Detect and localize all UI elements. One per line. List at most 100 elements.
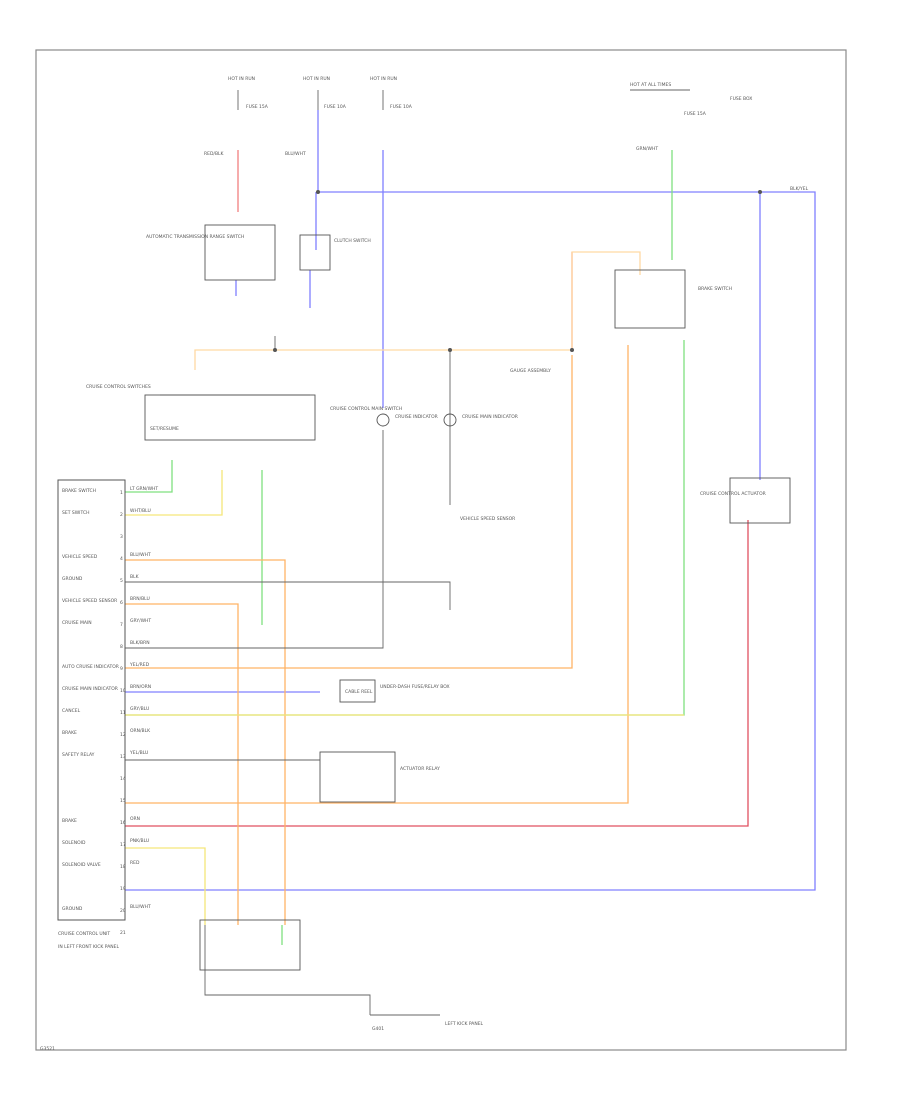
pin-number-13: 13 (120, 754, 126, 760)
pin-number-19: 19 (120, 886, 126, 892)
label-wire-red-blk: RED/BLK (204, 151, 225, 157)
cruise-actuator (729, 477, 791, 524)
pin-wire-13: YEL/BLU (129, 750, 148, 756)
actuator-relay (319, 751, 396, 803)
label-page-code: G3521 (40, 1046, 55, 1052)
pin-number-15: 15 (120, 798, 126, 804)
label-fuse-hot-4: HOT AT ALL TIMES (630, 82, 671, 88)
pin-wire-8: BLK/BRN (130, 640, 150, 646)
label-wire-grn-wht: GRN/WHT (636, 146, 658, 152)
label-set-resume: SET/RESUME (150, 426, 179, 432)
pin-wire-9: YEL/RED (129, 662, 150, 668)
wire-orange-pin4 (125, 559, 286, 925)
label-fuse-a: FUSE 15A (246, 104, 269, 110)
wire-blue-fuse2 (125, 110, 816, 891)
pin-name-2: SET SWITCH (62, 510, 90, 516)
pin-number-16: 16 (120, 820, 126, 826)
wire-orange-pin6 (125, 603, 239, 925)
label-ground-desc: LEFT KICK PANEL (445, 1021, 484, 1027)
pin-number-11: 11 (120, 710, 126, 716)
pin-number-14: 14 (120, 776, 126, 782)
label-unit-name: CRUISE CONTROL UNIT (58, 931, 110, 937)
pin-number-17: 17 (120, 842, 126, 848)
pin-name-12: BRAKE (62, 730, 77, 736)
label-actuator-relay: ACTUATOR RELAY (400, 766, 440, 772)
pin-number-9: 9 (120, 666, 123, 672)
wire-tan-main (194, 251, 641, 370)
pin-wire-16: ORN (130, 816, 140, 822)
pin-wire-1: LT GRN/WHT (130, 486, 158, 492)
diagram-frame (35, 49, 847, 1051)
pin-wire-20: BLU/WHT (130, 904, 151, 910)
pin-name-7: CRUISE MAIN (62, 620, 92, 626)
pin-number-5: 5 (120, 578, 123, 584)
pin-number-1: 1 (120, 490, 123, 496)
wire-orange-pin16 (125, 345, 629, 804)
wire-orange-pin10 (125, 355, 573, 669)
pin-number-4: 4 (120, 556, 123, 562)
pin-name-10: CRUISE MAIN INDICATOR (62, 686, 118, 692)
label-fuse-hot-1: HOT IN RUN (228, 76, 255, 82)
pin-wire-18: RED (130, 860, 140, 866)
label-wire-blu-wht: BLU/WHT (285, 151, 306, 157)
label-fuse-d: FUSE 15A (684, 111, 707, 117)
pin-number-8: 8 (120, 644, 123, 650)
pin-wire-6: BRN/BLU (130, 596, 150, 602)
black-wires (125, 89, 690, 1016)
label-gauge: GAUGE ASSEMBLY (510, 368, 551, 374)
clutch-switch (299, 234, 331, 271)
label-dash-fuse: UNDER-DASH FUSE/RELAY BOX (380, 684, 450, 690)
pin-number-18: 18 (120, 864, 126, 870)
label-clutch-switch: CLUTCH SWITCH (334, 238, 371, 244)
wire-green-brake (125, 340, 685, 716)
pin-name-20: GROUND (62, 906, 83, 912)
label-wire-blk-yel: BLK/YEL (790, 186, 809, 192)
pin-number-21: 21 (120, 930, 126, 936)
pin-wire-5: BLK (130, 574, 140, 580)
cruise-main-switch (144, 394, 316, 441)
label-cc-indicator: CRUISE INDICATOR (395, 414, 438, 420)
pin-wire-4: BLU/WHT (130, 552, 151, 558)
pin-number-12: 12 (120, 732, 126, 738)
label-unit-sub: IN LEFT FRONT KICK PANEL (58, 944, 119, 950)
pin-number-20: 20 (120, 908, 126, 914)
label-cc-actuator: CRUISE CONTROL ACTUATOR (700, 491, 766, 497)
wire-yellow-pin2 (125, 470, 223, 516)
label-fuse-hot-2: HOT IN RUN (303, 76, 330, 82)
label-cc-main-indicator: CRUISE MAIN INDICATOR (462, 414, 518, 420)
pin-wire-12: ORN/BLK (130, 728, 151, 734)
pin-name-1: BRAKE SWITCH (62, 488, 96, 494)
cruise-main-indicator (443, 413, 457, 427)
pin-wire-17: PNK/BLU (130, 838, 149, 844)
pin-wire-11: GRY/BLU (130, 706, 149, 712)
cruise-control-unit (57, 479, 126, 921)
brake-switch (614, 269, 686, 329)
pin-name-9: AUTO CRUISE INDICATOR (62, 664, 119, 670)
wire-green-pin1 (125, 460, 173, 493)
label-cc-switches: CRUISE CONTROL SWITCHES (86, 384, 151, 390)
label-atr-switch: AUTOMATIC TRANSMISSION RANGE SWITCH (146, 234, 244, 240)
label-fuse-c: FUSE 10A (390, 104, 413, 110)
pin-name-17: SOLENOID (62, 840, 86, 846)
pin-number-7: 7 (120, 622, 123, 628)
pin-number-10: 10 (120, 688, 126, 694)
pin-name-4: VEHICLE SPEED (62, 554, 98, 560)
junctions (273, 190, 762, 352)
label-ground: G401 (372, 1026, 384, 1032)
pin-name-18: SOLENOID VALVE (62, 862, 101, 868)
pin-number-2: 2 (120, 512, 123, 518)
wire-yellow-pin18 (125, 847, 206, 925)
wires (125, 110, 816, 945)
pin-name-5: GROUND (62, 576, 83, 582)
pin-name-11: CANCEL (62, 708, 81, 714)
label-fuse-b: FUSE 10A (324, 104, 347, 110)
cable-reel (339, 679, 376, 703)
label-cc-main-switch: CRUISE CONTROL MAIN SWITCH (330, 406, 402, 412)
pin-name-13: SAFETY RELAY (62, 752, 95, 758)
label-brake-switch: BRAKE SWITCH (698, 286, 732, 292)
label-fuse-hot-3: HOT IN RUN (370, 76, 397, 82)
pin-wire-10: BRN/ORN (130, 684, 151, 690)
label-vss: VEHICLE SPEED SENSOR (460, 516, 515, 522)
label-fuse-box: FUSE BOX (730, 96, 752, 102)
